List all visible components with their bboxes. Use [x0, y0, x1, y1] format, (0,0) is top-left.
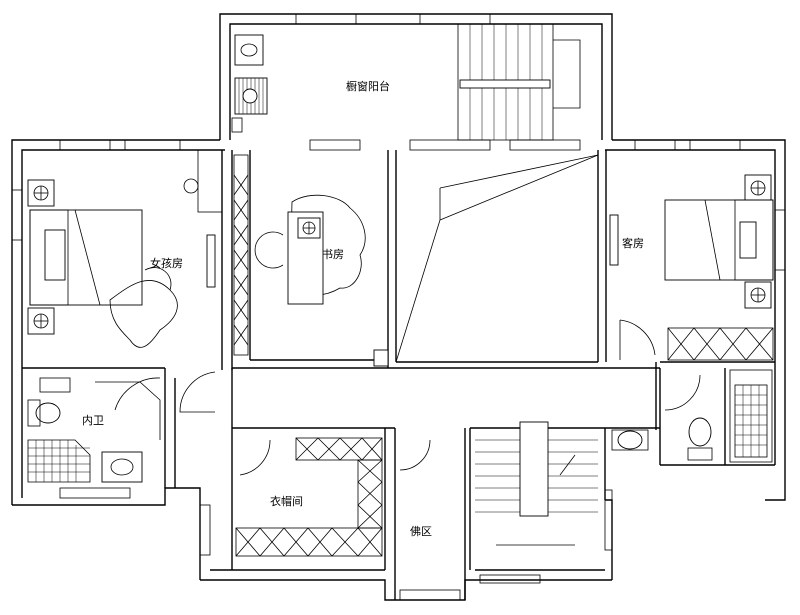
interior-walls: [22, 150, 775, 600]
lower-stairs: [475, 421, 598, 546]
doors: [114, 319, 701, 476]
closet-cabinets: [235, 437, 383, 557]
windows: [11, 13, 786, 601]
exterior-walls: [11, 13, 786, 601]
room-label-guest-room: 客房: [622, 236, 644, 250]
study-furniture: [233, 154, 366, 356]
girls-room-furniture: [27, 149, 223, 348]
ensuite-bath-fixtures: [27, 377, 161, 483]
room-label-study: 书房: [322, 248, 344, 261]
room-label-buddha-area: 佛区: [410, 525, 432, 538]
stair-void: [373, 154, 599, 367]
room-label-balcony: 橱窗阳台: [346, 79, 390, 93]
guest-bath-fixtures: [611, 369, 773, 463]
room-label-ensuite-bathroom: 内卫: [82, 413, 104, 427]
room-label-girls-room: 女孩房: [150, 256, 183, 270]
guest-room-furniture: [609, 174, 774, 361]
balcony-area: [231, 23, 581, 141]
room-label-walk-in-closet: 衣帽间: [270, 494, 303, 508]
